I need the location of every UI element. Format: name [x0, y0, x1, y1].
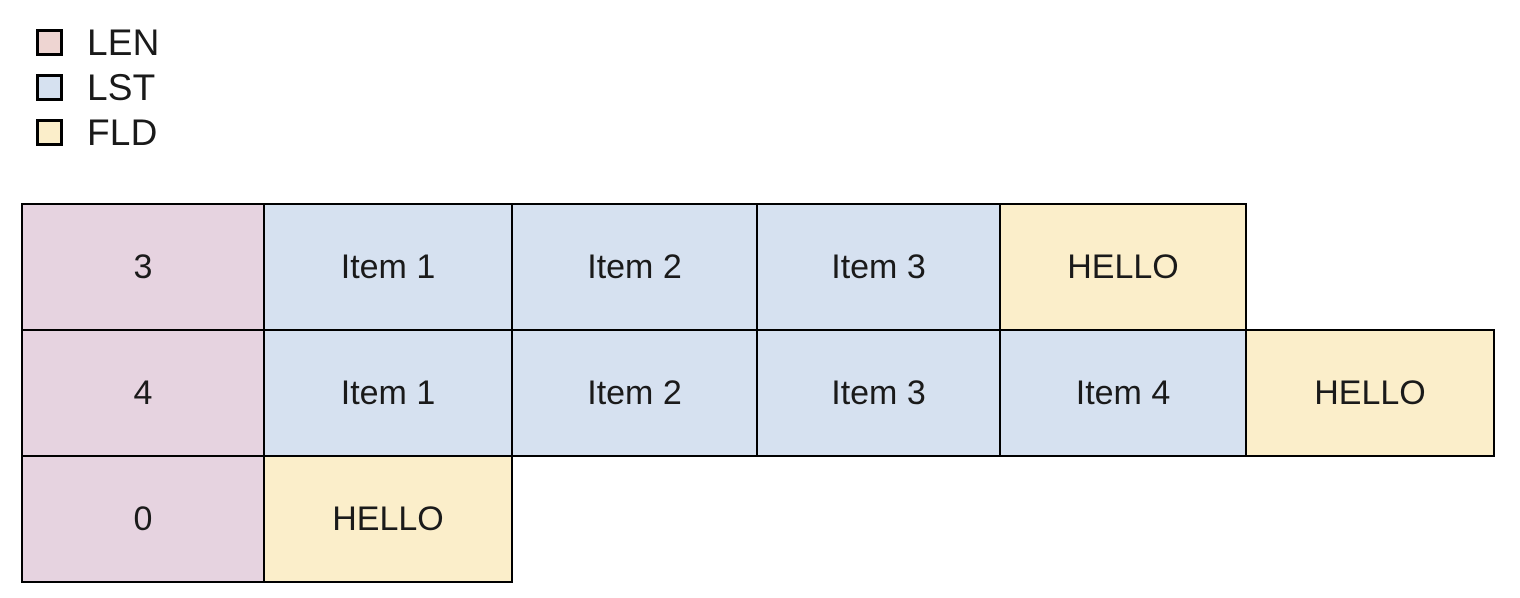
- legend-label-len: LEN: [87, 22, 160, 63]
- cell-item: Item 3: [756, 203, 1001, 331]
- cell-item: Item 2: [511, 329, 758, 457]
- cell-len: 0: [21, 455, 265, 583]
- cell-item: Item 3: [756, 329, 1001, 457]
- cell-len: 3: [21, 203, 265, 331]
- cell-field: HELLO: [263, 455, 513, 583]
- cell-field: HELLO: [999, 203, 1247, 331]
- memory-layout-table: 3 Item 1 Item 2 Item 3 HELLO 4 Item 1 It…: [21, 203, 1495, 583]
- table-row: 0 HELLO: [21, 455, 1493, 583]
- legend-swatch-lst-icon: [36, 74, 63, 101]
- cell-item: Item 2: [511, 203, 758, 331]
- legend-swatch-fld-icon: [36, 119, 63, 146]
- legend: LEN LST FLD: [36, 20, 436, 155]
- cell-item: Item 1: [263, 203, 513, 331]
- legend-item-len: LEN: [36, 20, 436, 65]
- cell-len: 4: [21, 329, 265, 457]
- cell-item: Item 4: [999, 329, 1247, 457]
- legend-label-lst: LST: [87, 67, 156, 108]
- legend-item-fld: FLD: [36, 110, 436, 155]
- legend-swatch-len-icon: [36, 29, 63, 56]
- table-row: 4 Item 1 Item 2 Item 3 Item 4 HELLO: [21, 329, 1495, 457]
- table-row: 3 Item 1 Item 2 Item 3 HELLO: [21, 203, 1493, 331]
- cell-item: Item 1: [263, 329, 513, 457]
- legend-item-lst: LST: [36, 65, 436, 110]
- legend-label-fld: FLD: [87, 112, 158, 153]
- cell-field: HELLO: [1245, 329, 1495, 457]
